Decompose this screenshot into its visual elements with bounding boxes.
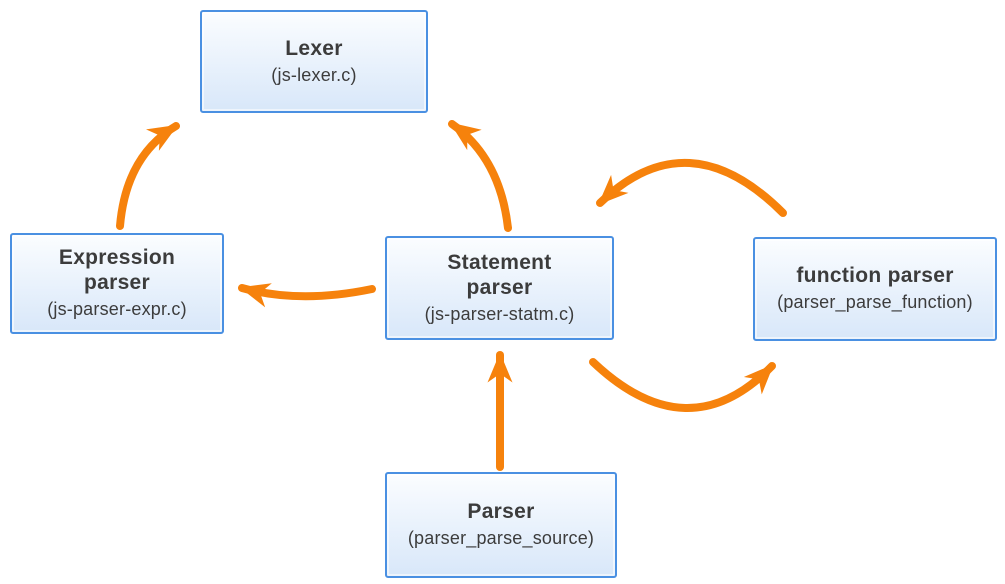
- arrow-statement-parser-to-lexer: [448, 120, 512, 232]
- node-parser: Parser (parser_parse_source): [385, 472, 617, 578]
- node-function-parser-subtitle: (parser_parse_function): [777, 292, 973, 313]
- node-statement-parser-title: Statement parser: [447, 250, 552, 299]
- node-lexer: Lexer (js-lexer.c): [200, 10, 428, 113]
- node-lexer-subtitle: (js-lexer.c): [271, 64, 357, 85]
- node-lexer-title: Lexer: [285, 36, 343, 60]
- node-parser-title: Parser: [467, 500, 535, 524]
- node-expression-parser-title: Expression parser: [58, 246, 176, 295]
- node-expression-parser-subtitle: (js-parser-expr.c): [47, 299, 187, 320]
- node-expression-parser: Expression parser (js-parser-expr.c): [10, 233, 224, 334]
- arrow-function-parser-to-statement-parser: [596, 159, 787, 217]
- node-function-parser-title: function parser: [796, 264, 954, 288]
- arrow-statement-parser-to-function-parser: [589, 358, 776, 412]
- node-statement-parser: Statement parser (js-parser-statm.c): [385, 236, 614, 340]
- node-statement-parser-subtitle: (js-parser-statm.c): [424, 303, 575, 324]
- arrow-expression-parser-to-lexer: [116, 122, 180, 230]
- node-function-parser: function parser (parser_parse_function): [753, 237, 997, 341]
- arrow-statement-parser-to-expression-parser: [238, 283, 376, 308]
- node-parser-subtitle: (parser_parse_source): [407, 528, 595, 549]
